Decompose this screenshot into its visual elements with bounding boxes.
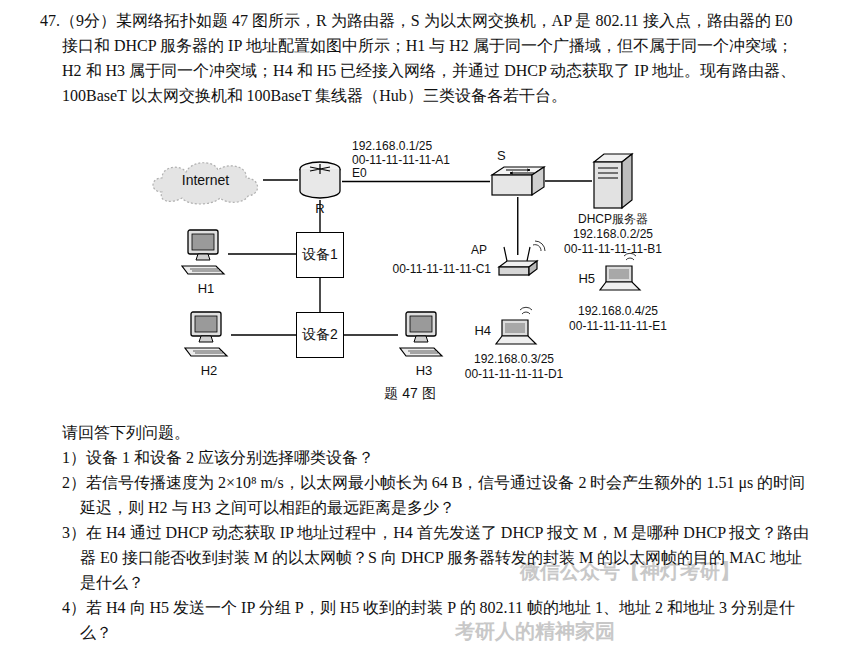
node-label: S: [497, 149, 506, 163]
sub-question: 2）若信号传播速度为 2×10⁸ m/s，以太网最小帧长为 64 B，信号通过设…: [80, 470, 810, 520]
node-label: H4: [474, 324, 491, 338]
network-link: [342, 181, 490, 182]
node-label: 192.168.0.3/25: [474, 352, 554, 366]
node-label: 00-11-11-11-11-E1: [569, 319, 667, 333]
network-link: [263, 179, 298, 180]
node-label: 00-11-11-11-11-C1: [393, 262, 492, 276]
device-box: 设备1: [296, 232, 344, 278]
label-holder: 设备2: [297, 313, 343, 357]
figure-caption: 题 47 图: [384, 385, 435, 403]
network-link: [517, 197, 518, 255]
host-computer: H3: [398, 310, 446, 360]
question-stem: 47.（9分）某网络拓扑如题 47 图所示，R 为路由器，S 为以太网交换机，A…: [62, 8, 810, 108]
node-label: AP: [471, 243, 487, 257]
router-icon: R: [298, 160, 342, 200]
device-box: 设备2: [296, 312, 344, 358]
node-label: 192.168.0.4/25: [578, 304, 658, 318]
wireless-laptop: H5192.168.0.4/2500-11-11-11-11-E1: [598, 264, 640, 290]
node-label: Internet: [182, 172, 229, 188]
label-holder: Internet: [148, 158, 263, 202]
mac-address: 00-11-11-11-11-A1: [352, 153, 450, 167]
host-computer-graphic: [180, 228, 228, 278]
network-link: [344, 334, 398, 335]
switch-icon: S: [490, 165, 545, 197]
wireless-laptop-graphic: [494, 318, 536, 344]
host-computer-graphic: [398, 310, 446, 360]
interface-name: E0: [352, 166, 367, 180]
network-link: [228, 253, 296, 254]
network-link: [319, 278, 320, 312]
internet-cloud: Internet: [148, 158, 263, 202]
node-label: H5: [578, 272, 595, 286]
prompt: 请回答下列问题。: [62, 420, 802, 445]
sub-question: 3）在 H4 通过 DHCP 动态获取 IP 地址过程中，H4 首先发送了 DH…: [80, 520, 810, 595]
node-label: 设备1: [302, 246, 338, 264]
host-computer: H2: [183, 310, 231, 360]
watermark: 考研人的精神家园: [455, 618, 615, 645]
host-computer: H1: [180, 228, 228, 278]
server-icon-graphic: [592, 152, 634, 210]
router-icon-graphic: [298, 160, 342, 200]
wireless-laptop: H4192.168.0.3/2500-11-11-11-11-D1: [494, 318, 536, 344]
node-label: DHCP服务器: [578, 212, 648, 226]
node-label: R: [315, 202, 324, 216]
node-label: H2: [201, 364, 218, 378]
node-label: 00-11-11-11-11-B1: [564, 242, 662, 256]
label-holder: 设备1: [297, 233, 343, 277]
ip-address: 192.168.0.1/25: [352, 139, 432, 153]
sub-question: 4）若 H4 向 H5 发送一个 IP 分组 P，则 H5 收到的封装 P 的 …: [80, 595, 810, 645]
node-label: H1: [198, 282, 215, 296]
network-link: [231, 334, 296, 335]
sub-question: 1）设备 1 和设备 2 应该分别选择哪类设备？: [80, 445, 810, 470]
host-computer-graphic: [183, 310, 231, 360]
node-label: 192.168.0.2/25: [573, 227, 653, 241]
switch-icon-graphic: [490, 165, 545, 197]
node-label: 00-11-11-11-11-D1: [465, 367, 564, 381]
node-label: H3: [416, 364, 433, 378]
server-icon: DHCP服务器192.168.0.2/2500-11-11-11-11-B1: [592, 152, 634, 210]
access-point-graphic: [497, 255, 539, 275]
node-label: 设备2: [302, 326, 338, 344]
wireless-laptop-graphic: [598, 264, 640, 290]
network-link: [545, 180, 592, 181]
access-point: AP00-11-11-11-11-C1: [497, 255, 539, 275]
